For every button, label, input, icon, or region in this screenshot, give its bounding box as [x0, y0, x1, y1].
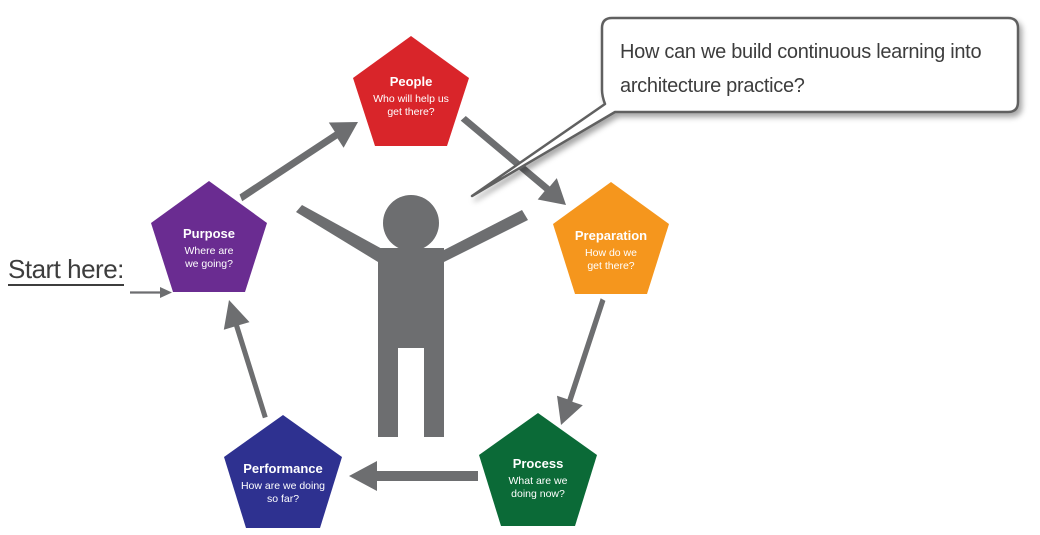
person-right-arm [444, 210, 528, 262]
person-head [383, 195, 439, 251]
purpose-line1: Where are [184, 245, 233, 257]
people-line1: Who will help us [373, 93, 449, 105]
preparation-pentagon [553, 182, 669, 294]
process-pentagon [479, 413, 597, 526]
person-left-arm [296, 205, 384, 262]
performance-line1: How are we doing [241, 480, 325, 492]
process-line2: doing now? [511, 488, 565, 500]
stage-process: Process What are we doing now? [479, 413, 597, 526]
purpose-line2: we going? [184, 258, 233, 270]
arrow-process-to-performance [349, 461, 478, 491]
performance-pentagon [224, 415, 342, 528]
purpose-title: Purpose [183, 226, 235, 241]
person-torso [378, 248, 444, 348]
stage-people: People Who will help us get there? [353, 36, 469, 146]
preparation-line2: get there? [587, 260, 634, 272]
question-text: How can we build continuous learning int… [620, 35, 1000, 103]
arrow-performance-to-purpose [223, 300, 268, 419]
speech-bubble [470, 16, 1020, 198]
preparation-line1: How do we [585, 247, 637, 259]
people-line2: get there? [387, 106, 434, 118]
arrow-purpose-to-people [239, 122, 358, 202]
question-line2: architecture practice? [620, 75, 805, 97]
person-right-leg [424, 345, 444, 437]
arrow-start-to-purpose [130, 287, 172, 298]
question-line1: How can we build continuous learning int… [620, 41, 982, 63]
start-here-label: Start here: [8, 254, 124, 286]
stage-performance: Performance How are we doing so far? [224, 415, 342, 528]
people-pentagon [353, 36, 469, 146]
stage-purpose: Purpose Where are we going? [151, 181, 267, 292]
performance-title: Performance [243, 461, 322, 476]
process-line1: What are we [509, 475, 568, 487]
performance-line2: so far? [267, 493, 299, 505]
arrow-preparation-to-process [557, 298, 606, 425]
people-title: People [390, 74, 433, 89]
stage-preparation: Preparation How do we get there? [553, 182, 669, 294]
purpose-pentagon [151, 181, 267, 292]
person-left-leg [378, 345, 398, 437]
preparation-title: Preparation [575, 228, 647, 243]
arrow-people-to-preparation [460, 116, 566, 205]
process-title: Process [513, 456, 564, 471]
person-figure [296, 195, 528, 437]
